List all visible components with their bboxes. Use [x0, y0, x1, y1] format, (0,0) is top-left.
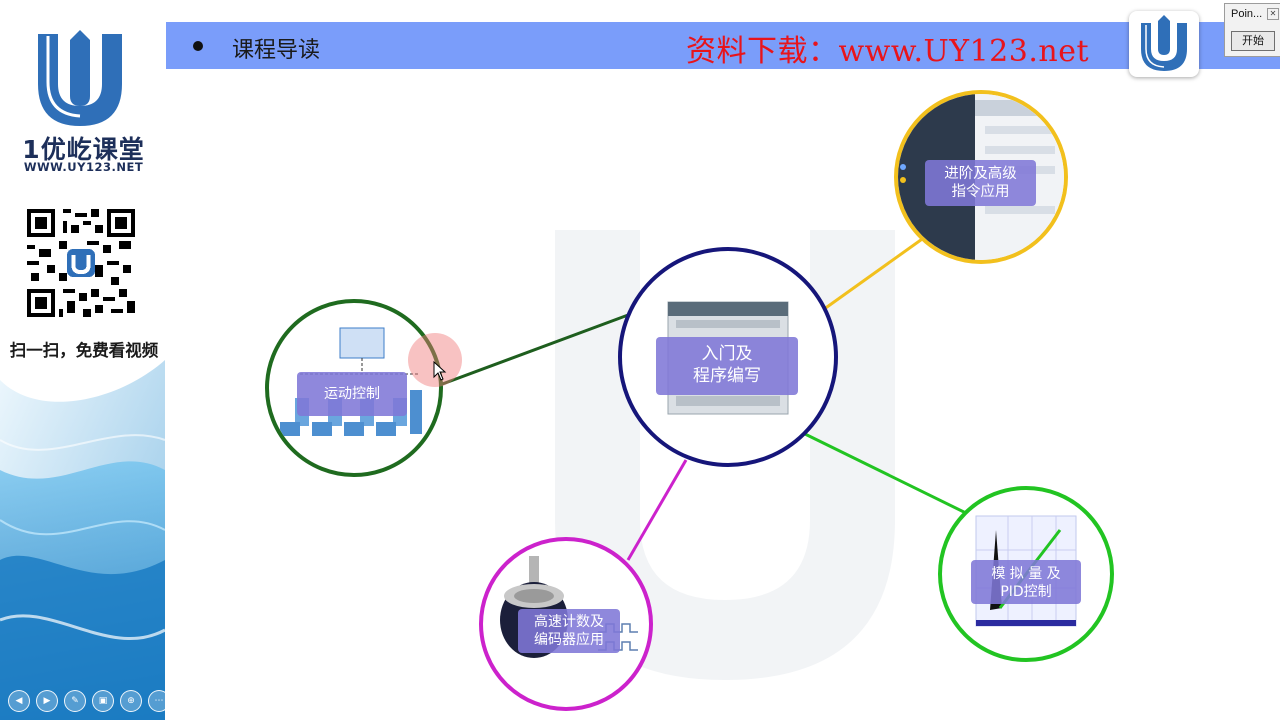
- node-motion-label[interactable]: 运动控制: [297, 372, 407, 416]
- pointer-tool-window: Poin... ✕ 开始: [1224, 3, 1280, 57]
- download-link-text: 资料下载：www.UY123.net: [686, 34, 1090, 69]
- zoom-icon[interactable]: ⊕: [120, 690, 142, 712]
- mouse-cursor-icon: [433, 361, 447, 381]
- sidebar: 1优屹课堂 WWW.UY123.NET: [0, 0, 165, 720]
- header-bar: [166, 22, 1280, 69]
- pointer-tool-title: Poin...: [1231, 8, 1263, 20]
- next-icon[interactable]: ▶: [36, 690, 58, 712]
- qr-code: [21, 203, 145, 327]
- pen-icon[interactable]: ✎: [64, 690, 86, 712]
- connector-advanced: [819, 235, 926, 314]
- qr-code-icon: [23, 205, 139, 321]
- slide-nav-controls: ◀ ▶ ✎ ▣ ⊕ ⋯: [8, 690, 165, 712]
- node-center-label[interactable]: 入门及 程序编写: [656, 337, 798, 395]
- cursor-highlight: [408, 333, 462, 387]
- connector-counter: [626, 459, 688, 561]
- start-button[interactable]: 开始: [1231, 31, 1275, 51]
- connector-analog: [804, 432, 971, 517]
- page-title: 课程导读: [232, 38, 321, 63]
- header-logo: [1129, 11, 1199, 77]
- prev-icon[interactable]: ◀: [8, 690, 30, 712]
- bullet-icon: [193, 41, 203, 51]
- node-analog-label[interactable]: 模 拟 量 及 PID控制: [971, 560, 1081, 604]
- close-icon[interactable]: ✕: [1267, 8, 1279, 20]
- uy-small-logo-icon: [1141, 15, 1187, 71]
- brand-name: 1优屹课堂: [22, 135, 145, 164]
- brand-url: WWW.UY123.NET: [23, 160, 144, 174]
- connector-motion: [436, 303, 656, 388]
- node-counter-label[interactable]: 高速计数及 编码器应用: [518, 609, 620, 653]
- node-advanced-label[interactable]: 进阶及高级 指令应用: [925, 160, 1036, 206]
- more-icon[interactable]: ⋯: [148, 690, 165, 712]
- qr-caption: 扫一扫，免费看视频: [9, 341, 159, 360]
- slides-icon[interactable]: ▣: [92, 690, 114, 712]
- uy-logo-icon: [38, 30, 122, 126]
